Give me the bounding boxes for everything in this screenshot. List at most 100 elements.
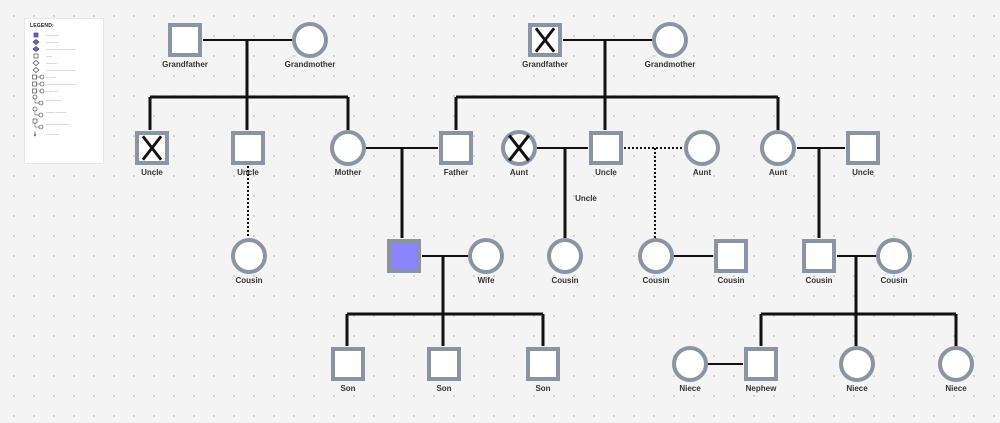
legend-item-text: ──────────────: [46, 67, 76, 72]
female-node-wife[interactable]: [468, 238, 504, 274]
legend-item-text: ──── ─────: [46, 110, 66, 114]
legend-item-text: ───── ──: [46, 98, 62, 102]
person-label: Son: [535, 384, 551, 393]
person-label: Wife: [477, 276, 495, 285]
male-node-cousin[interactable]: [714, 239, 748, 273]
female-node-grandmother[interactable]: [292, 22, 328, 58]
legend-pointer-icon: [30, 131, 46, 137]
legend-item: ──────: [30, 31, 103, 38]
person-label: Son: [340, 384, 356, 393]
person-label: Nephew: [745, 384, 777, 393]
male-node-cousin[interactable]: [802, 239, 836, 273]
legend-item-text: ──────: [46, 32, 59, 37]
person-label: Niece: [945, 384, 967, 393]
legend-square-circle-icon: [30, 74, 46, 80]
legend-item-text: ─ ─ ──: [46, 74, 57, 79]
person-label: Aunt: [768, 168, 788, 177]
deceased-mark-icon: [534, 27, 556, 53]
legend-item: ──────: [30, 130, 103, 137]
female-node-cousin[interactable]: [638, 238, 674, 274]
legend-square-circle-dotted-icon: [30, 88, 46, 94]
legend-panel: LEGEND: ────────────────────────────────…: [24, 18, 104, 164]
legend-item: ───────────: [30, 118, 103, 130]
legend-filled-diamond-icon: [30, 45, 46, 52]
male-node-son[interactable]: [526, 347, 560, 381]
male-node-son[interactable]: [427, 347, 461, 381]
legend-item-text: ─ ── ──: [46, 88, 59, 93]
female-node-aunt[interactable]: [684, 130, 720, 166]
legend-title: LEGEND:: [30, 23, 54, 29]
legend-item: ──────: [30, 38, 103, 45]
male-node-uncle[interactable]: [846, 131, 880, 165]
female-node-niece[interactable]: [938, 346, 974, 382]
deceased-mark-icon: [507, 134, 531, 162]
legend-outline-diamond-icon: [30, 66, 46, 73]
female-node-grandmother[interactable]: [652, 22, 688, 58]
person-label: Grandfather: [162, 60, 208, 69]
legend-outline-diamond-icon: [30, 59, 46, 66]
male-node-father[interactable]: [439, 131, 473, 165]
legend-item-text: ──────────────: [46, 46, 76, 51]
female-node-cousin[interactable]: [231, 238, 267, 274]
legend-filled-square-icon: [30, 32, 46, 38]
female-node-cousin[interactable]: [547, 238, 583, 274]
female-node-cousin[interactable]: [876, 238, 912, 274]
person-label: Grandmother: [644, 60, 696, 69]
person-label: Cousin: [642, 276, 670, 285]
person-label: Uncle: [237, 168, 259, 177]
female-node-niece[interactable]: [672, 346, 708, 382]
annotation-uncle: Uncle: [575, 194, 597, 203]
male-node-grandfather[interactable]: [528, 23, 562, 57]
male-node-proband[interactable]: [387, 239, 421, 273]
legend-list: ────────────────────────────────────────…: [30, 31, 103, 137]
person-label: Grandmother: [284, 60, 336, 69]
male-node-uncle[interactable]: [589, 131, 623, 165]
person-label: Aunt: [692, 168, 712, 177]
legend-item: ──────────────: [30, 66, 103, 73]
male-node-son[interactable]: [331, 347, 365, 381]
deceased-mark-icon: [141, 135, 163, 161]
legend-item: ───: [30, 52, 103, 59]
legend-item-text: ───────────: [46, 122, 70, 126]
person-label: Cousin: [805, 276, 833, 285]
legend-circles-tree-icon: [30, 106, 46, 118]
legend-circles-tree-icon: [30, 94, 46, 106]
person-label: Cousin: [717, 276, 745, 285]
person-label: Father: [443, 168, 469, 177]
person-label: Cousin: [880, 276, 908, 285]
female-node-niece[interactable]: [839, 346, 875, 382]
person-label: Cousin: [235, 276, 263, 285]
legend-item-text: ──────: [46, 39, 59, 44]
female-node-mother[interactable]: [330, 130, 366, 166]
male-node-uncle[interactable]: [231, 131, 265, 165]
legend-item-text: ─────: [46, 60, 57, 65]
legend-item: ──────────────: [30, 45, 103, 52]
person-label: Grandfather: [522, 60, 568, 69]
person-label: Uncle: [595, 168, 617, 177]
legend-square-circle-tree-icon: [30, 118, 46, 130]
person-label: Cousin: [551, 276, 579, 285]
legend-filled-diamond-icon: [30, 38, 46, 45]
male-node-nephew[interactable]: [744, 347, 778, 381]
legend-square-circle-icon: [30, 81, 46, 87]
person-label: Uncle: [852, 168, 874, 177]
legend-item: ─ ─ ──: [30, 73, 103, 80]
person-label: Niece: [679, 384, 701, 393]
person-label: Son: [436, 384, 452, 393]
female-node-aunt[interactable]: [760, 130, 796, 166]
legend-item-text: ───: [46, 53, 53, 58]
person-label: Uncle: [141, 168, 163, 177]
person-label: Mother: [334, 168, 362, 177]
legend-item: ──── ─────: [30, 106, 103, 118]
male-node-grandfather[interactable]: [168, 23, 202, 57]
female-node-aunt[interactable]: [501, 130, 537, 166]
person-label: Aunt: [509, 168, 529, 177]
person-label: Niece: [846, 384, 868, 393]
male-node-uncle[interactable]: [135, 131, 169, 165]
legend-item: ─ ── ──: [30, 87, 103, 94]
legend-outline-square-icon: [30, 53, 46, 59]
legend-item: ───── ──: [30, 94, 103, 106]
legend-item: ─────: [30, 59, 103, 66]
legend-item: ──────────────: [30, 80, 103, 87]
